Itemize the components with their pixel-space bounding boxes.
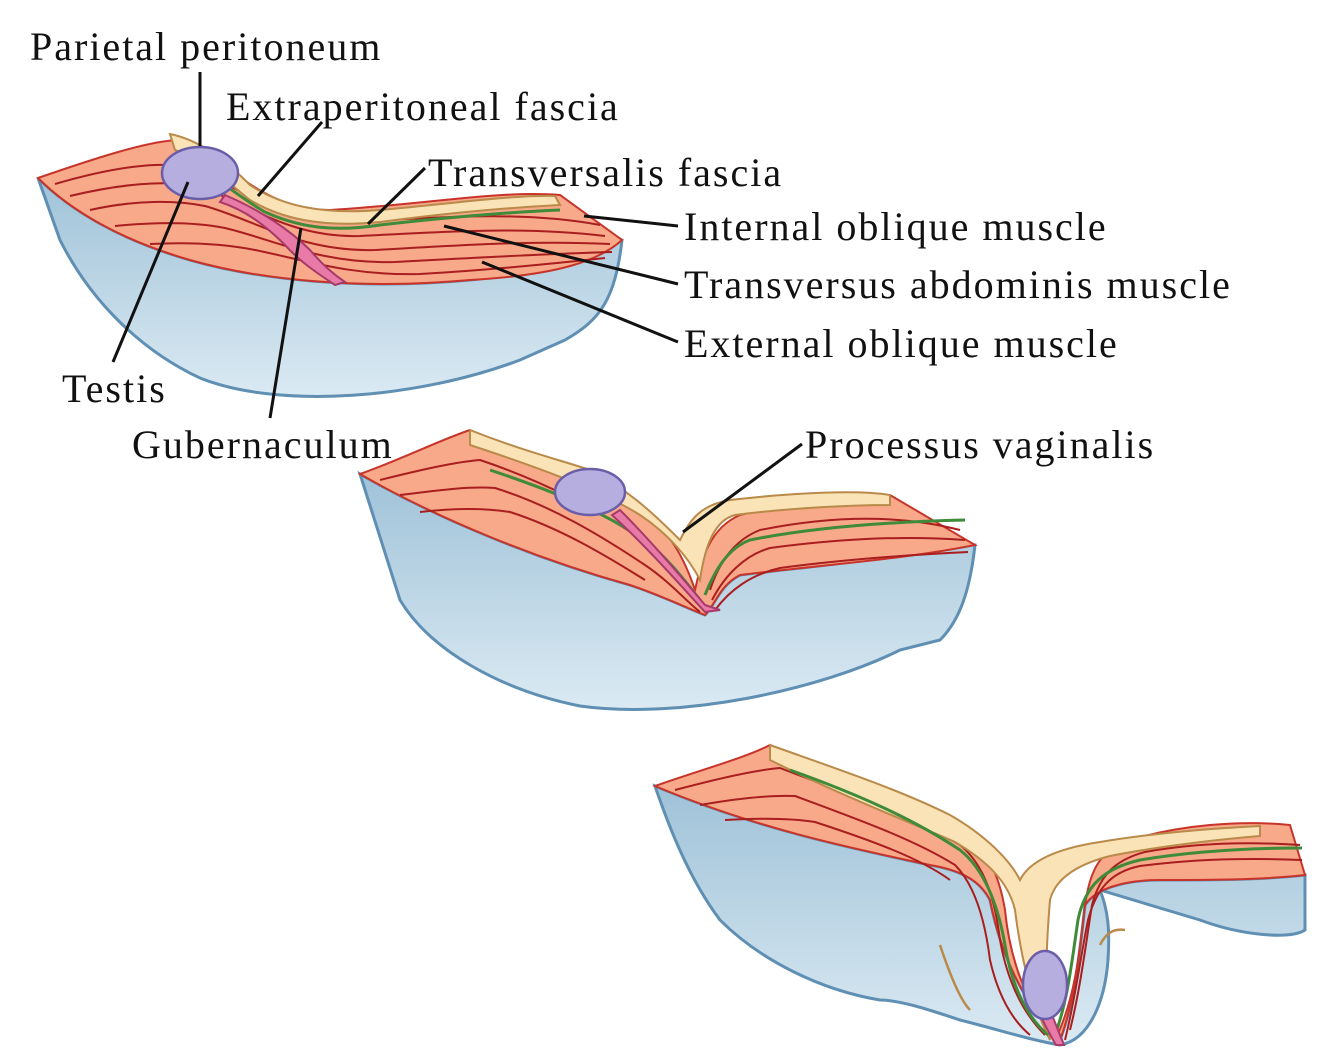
leader-extraperitoneal-fascia [258,122,322,196]
panel-stage-3 [655,745,1305,1045]
testis-3 [1023,951,1067,1019]
label-external-oblique: External oblique muscle [684,321,1119,366]
label-extraperitoneal-fascia: Extraperitoneal fascia [226,84,620,129]
label-transversus-abdominis: Transversus abdominis muscle [684,262,1232,307]
label-testis: Testis [62,366,167,411]
label-gubernaculum: Gubernaculum [132,422,394,467]
testis-1 [162,147,238,199]
label-processus-vaginalis: Processus vaginalis [805,422,1155,467]
label-internal-oblique: Internal oblique muscle [684,204,1108,249]
label-transversalis-fascia: Transversalis fascia [428,150,783,195]
label-parietal-peritoneum: Parietal peritoneum [30,24,382,69]
testis-2 [555,469,625,515]
panel-stage-2 [360,430,975,709]
